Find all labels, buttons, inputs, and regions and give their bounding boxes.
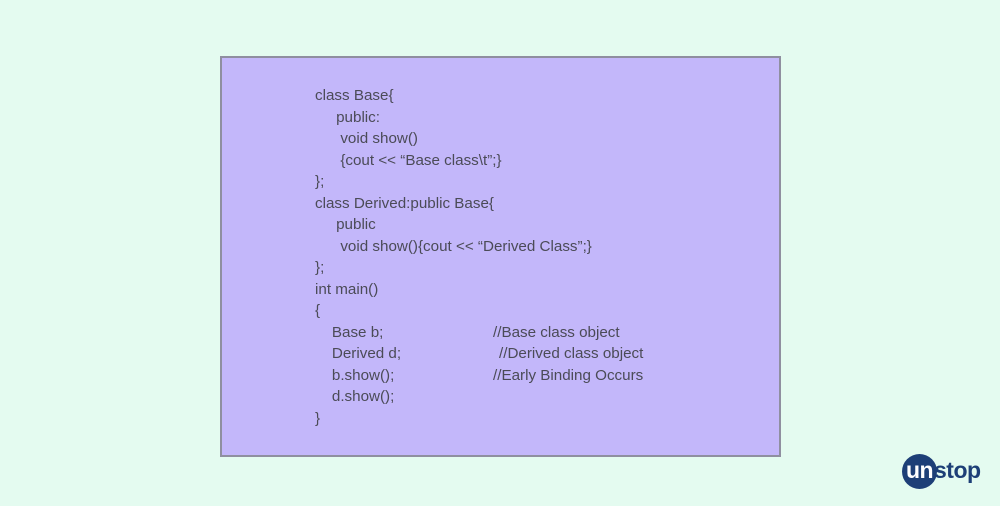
code-line-text: { <box>315 302 321 319</box>
logo-circle-icon <box>902 454 937 489</box>
code-line-text: }; <box>315 259 325 276</box>
code-line-text: class Derived:public Base{ <box>315 194 494 212</box>
code-block: class Base{ public: void show() {cout <<… <box>315 85 779 429</box>
code-line: Derived d; //Derived class object <box>315 343 779 365</box>
code-line: void show() <box>315 128 779 150</box>
code-line: Base b; //Base class object <box>315 322 779 344</box>
code-line-text: void show() <box>315 130 418 147</box>
code-line-text: {cout << “Base class\t”;} <box>315 151 502 169</box>
code-line-text: public <box>315 216 376 233</box>
code-line: int main() <box>315 279 779 301</box>
code-snippet-card: class Base{ public: void show() {cout <<… <box>220 56 781 457</box>
code-line: }; <box>315 171 779 193</box>
code-line: {cout << “Base class\t”;} <box>315 150 779 172</box>
code-line: { <box>315 300 779 322</box>
code-line: b.show(); //Early Binding Occurs <box>315 365 779 387</box>
code-line: public <box>315 214 779 236</box>
code-line-text: int main() <box>315 280 379 298</box>
code-line-comment: //Early Binding Occurs <box>493 366 644 384</box>
code-line-text: Derived d; <box>315 345 402 362</box>
unstop-logo[interactable]: un stop <box>902 452 988 492</box>
code-line-text: void show(){cout << “Derived Class”;} <box>315 237 592 255</box>
code-line: public: <box>315 107 779 129</box>
code-line-comment: //Base class object <box>493 323 620 341</box>
code-line: } <box>315 408 779 430</box>
code-line: d.show(); <box>315 386 779 408</box>
code-line-text: d.show(); <box>315 388 395 405</box>
code-line: void show(){cout << “Derived Class”;} <box>315 236 779 258</box>
code-line-text: }; <box>315 173 325 190</box>
code-line: class Base{ <box>315 85 779 107</box>
code-line-text: class Base{ <box>315 87 394 104</box>
code-line-text: Base b; <box>315 323 384 341</box>
code-line: }; <box>315 257 779 279</box>
logo-word-text: stop <box>934 457 981 483</box>
logo-mark-text: un <box>906 457 934 483</box>
code-line: class Derived:public Base{ <box>315 193 779 215</box>
code-line-text: b.show(); <box>315 366 395 384</box>
code-line-text: } <box>315 409 321 427</box>
code-line-comment: //Derived class object <box>499 345 644 362</box>
code-line-text: public: <box>315 108 380 126</box>
